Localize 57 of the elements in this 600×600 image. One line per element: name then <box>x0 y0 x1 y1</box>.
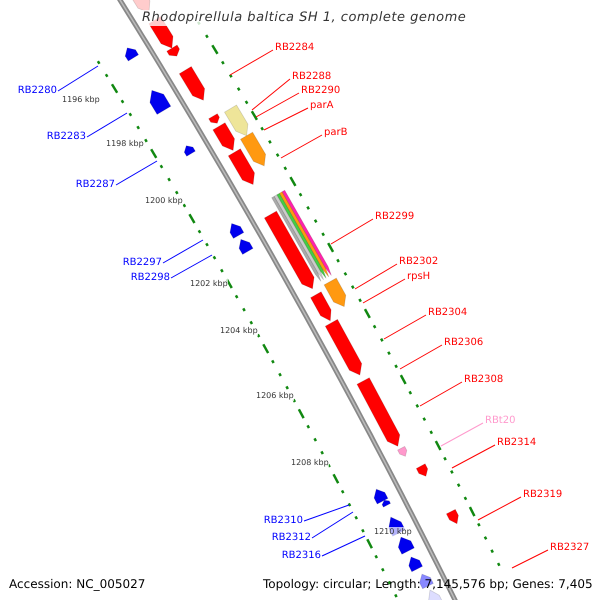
tick-label: 1202 kbp <box>190 279 228 289</box>
gene-label: RB2312 <box>272 532 311 544</box>
gene-label: RB2297 <box>122 257 162 269</box>
tick-label: 1198 kbp <box>106 139 144 149</box>
gene-label: RB2302 <box>399 256 438 268</box>
leader-line <box>264 108 308 130</box>
leader-line <box>116 160 158 186</box>
tick-label: 1210 kbp <box>374 527 412 537</box>
gene-label: RB2298 <box>130 272 170 284</box>
gene-label: RB2299 <box>375 211 414 223</box>
accession-text: Accession: NC_005027 <box>9 577 146 591</box>
gene-label: RBt20 <box>485 415 516 427</box>
leader-line <box>322 536 366 556</box>
leader-line <box>420 382 462 406</box>
leader-line <box>354 264 398 290</box>
gene-label: RB2314 <box>497 437 536 449</box>
gene-label: RB2290 <box>301 85 340 97</box>
leader-line <box>362 278 406 304</box>
leader-line <box>162 240 204 264</box>
leader-line <box>86 112 128 138</box>
leader-line <box>252 78 290 110</box>
leader-line <box>512 550 548 568</box>
gene-label: parB <box>324 127 348 139</box>
tick-label: 1196 kbp <box>62 95 100 105</box>
leader-line <box>440 422 484 446</box>
gene-label: RB2288 <box>292 71 332 83</box>
leader-line <box>170 254 212 278</box>
gene-label: RB2284 <box>275 42 314 54</box>
leader-line <box>230 50 274 76</box>
tick-label: 1204 kbp <box>220 326 258 336</box>
gene-label: RB2319 <box>523 489 562 501</box>
leader-line <box>256 92 300 118</box>
gene-label: RB2308 <box>464 374 504 386</box>
leader-line <box>384 314 426 340</box>
leader-line <box>280 134 322 158</box>
leader-line <box>452 444 496 468</box>
topology-text: Topology: circular; Length: 7,145,576 bp; Genes: 7,405 <box>263 577 593 591</box>
gene-label: RB2283 <box>46 131 86 143</box>
gene-label: RB2327 <box>550 542 590 554</box>
gene-label: parA <box>310 100 334 112</box>
leader-line <box>58 66 98 92</box>
gene-label: RB2280 <box>18 85 57 97</box>
tick-label: 1200 kbp <box>145 196 183 206</box>
tick-label: 1208 kbp <box>291 458 329 468</box>
leader-line <box>400 344 442 370</box>
leader-line <box>330 218 374 244</box>
leader-line <box>304 504 350 522</box>
gene-label: rpsH <box>407 271 430 283</box>
tick-label: 1206 kbp <box>256 391 294 401</box>
gene-label: RB2316 <box>282 550 321 562</box>
gene-label: RB2304 <box>428 307 468 319</box>
gene-label: RB2287 <box>76 179 115 191</box>
leader-line <box>478 496 522 520</box>
map-title: Rhodopirellula baltica SH 1, complete genome <box>142 10 466 26</box>
gene-label: RB2306 <box>444 337 484 349</box>
gene-label: RB2310 <box>264 515 303 527</box>
leader-line <box>312 512 354 538</box>
